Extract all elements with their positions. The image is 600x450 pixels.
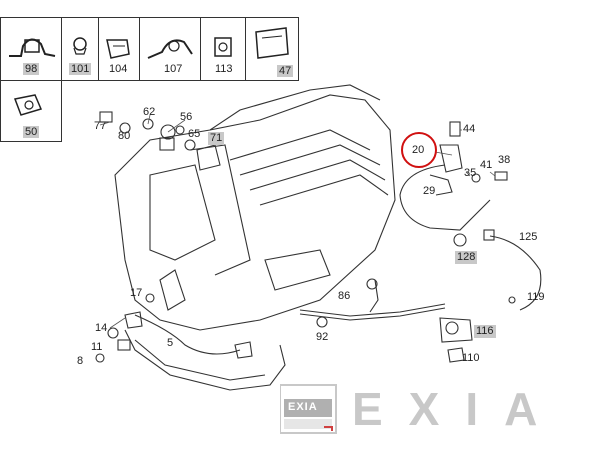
callout-110[interactable]: 110 (462, 352, 480, 364)
callout-8[interactable]: 8 (77, 355, 84, 367)
callout-56[interactable]: 56 (180, 111, 193, 123)
pipe-clamp-icon (147, 39, 193, 59)
callout-35[interactable]: 35 (464, 167, 477, 179)
callout-5[interactable]: 5 (167, 337, 174, 349)
callout-119[interactable]: 119 (527, 291, 545, 303)
part-box-47-number: 47 (277, 65, 294, 77)
part-box-107[interactable]: 107 (139, 17, 201, 81)
exia-logo-small-text: EXIA (288, 401, 318, 413)
part-box-113[interactable]: 113 (200, 17, 246, 81)
callout-86[interactable]: 86 (338, 290, 351, 302)
exia-logo-large-text: EXIA (352, 383, 564, 435)
callout-80[interactable]: 80 (118, 130, 131, 142)
part-box-47[interactable]: 47 (245, 17, 299, 81)
part-box-101[interactable]: 101 (61, 17, 99, 81)
clip-icon (106, 39, 130, 59)
callout-44[interactable]: 44 (463, 123, 476, 135)
bracket-icon (13, 94, 43, 116)
part-box-104[interactable]: 104 (98, 17, 140, 81)
callout-125[interactable]: 125 (519, 231, 538, 243)
callout-116[interactable]: 116 (474, 325, 496, 338)
callout-41[interactable]: 41 (480, 159, 493, 171)
callout-62[interactable]: 62 (143, 106, 156, 118)
grommet-icon (73, 37, 87, 55)
callout-128[interactable]: 128 (455, 251, 478, 264)
callout-65[interactable]: 65 (188, 128, 201, 140)
cover-plate-icon (255, 27, 289, 59)
part-box-113-number: 113 (215, 63, 233, 75)
part-box-50-number: 50 (23, 126, 40, 138)
part-box-101-number: 101 (69, 63, 92, 75)
exia-logo-mark (279, 384, 337, 434)
clamp-icon (9, 38, 56, 57)
part-box-50[interactable]: 50 (0, 80, 62, 142)
callout-11[interactable]: 11 (91, 341, 103, 353)
callout-29[interactable]: 29 (423, 185, 436, 197)
holder-icon (214, 37, 232, 57)
callout-20[interactable]: 20 (412, 144, 425, 156)
callout-38[interactable]: 38 (498, 154, 511, 166)
callout-71[interactable]: 71 (208, 132, 225, 145)
exia-logo: EXIA EXIA (279, 383, 580, 435)
part-box-104-number: 104 (109, 63, 128, 75)
callout-14[interactable]: 14 (95, 322, 108, 334)
callout-17[interactable]: 17 (130, 287, 143, 299)
callout-92[interactable]: 92 (316, 331, 329, 343)
callout-77[interactable]: 77 (94, 120, 107, 132)
part-box-107-number: 107 (164, 63, 183, 75)
part-box-98[interactable]: 98 (0, 17, 62, 81)
part-box-98-number: 98 (23, 63, 40, 75)
